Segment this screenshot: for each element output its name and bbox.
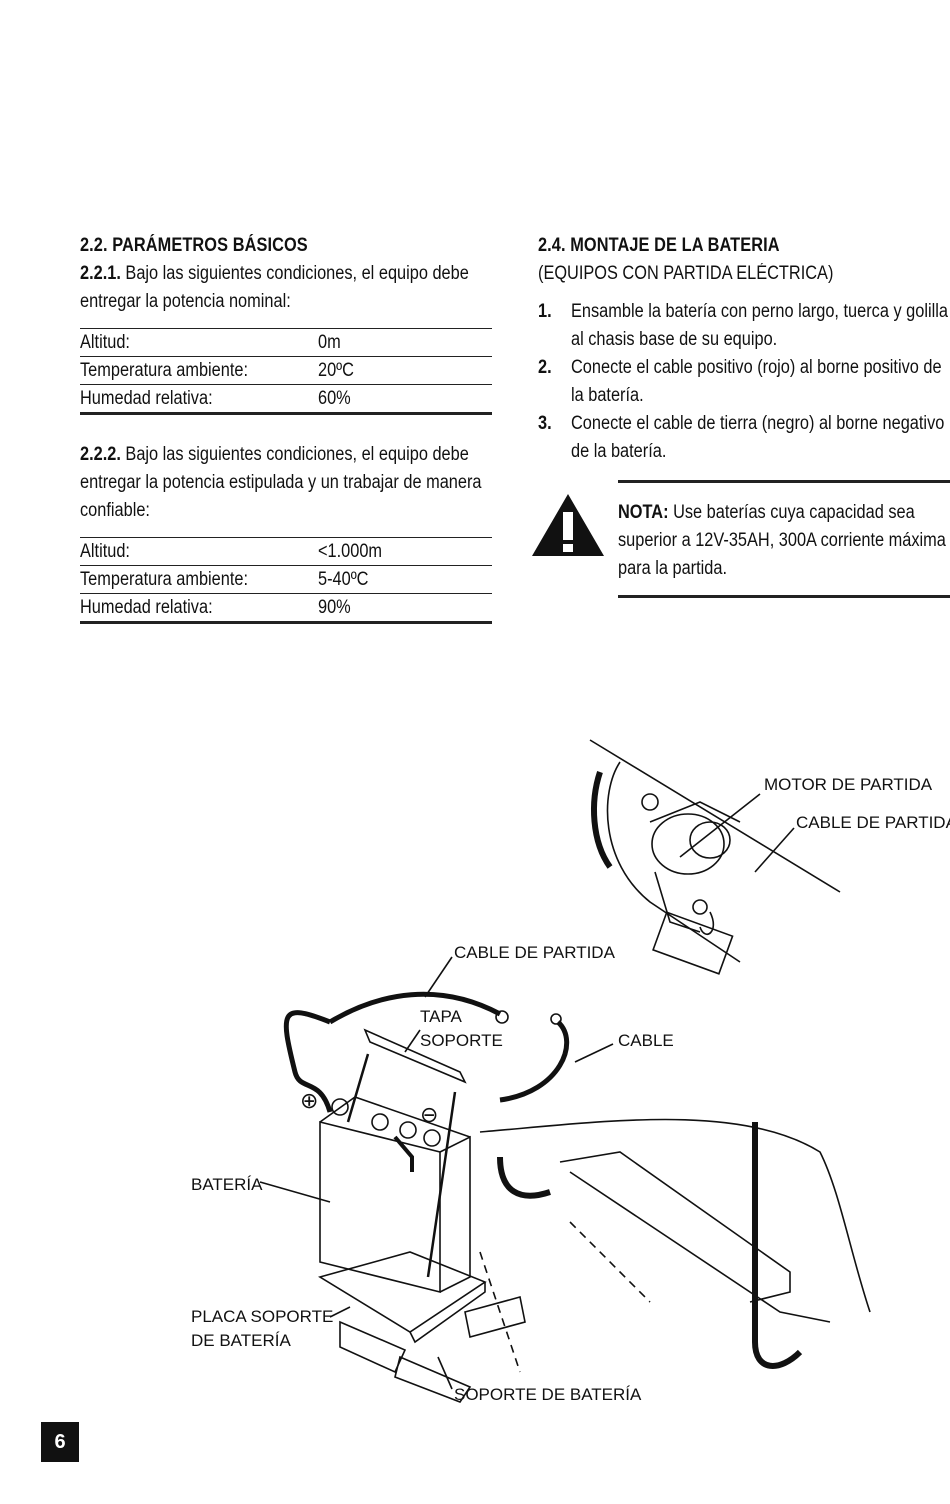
note-label: NOTA: xyxy=(618,502,669,523)
label-cable: CABLE xyxy=(618,1031,674,1050)
clause-text: Bajo las siguientes condiciones, el equi… xyxy=(80,444,482,521)
note-block: NOTA: Use baterías cuya capacidad sea su… xyxy=(532,480,950,598)
note-text: NOTA: Use baterías cuya capacidad sea su… xyxy=(618,502,946,579)
warning-icon xyxy=(532,494,604,556)
battery-base-plate xyxy=(318,1251,487,1333)
support-bracket-left xyxy=(339,1320,407,1374)
list-item: 1.Ensamble la batería con perno largo, t… xyxy=(538,301,948,350)
table-row: Temperatura ambiente:20ºC xyxy=(80,356,492,385)
positive-terminal-symbol: ⊕ xyxy=(300,1088,318,1113)
label-cover: TAPA xyxy=(420,1007,463,1026)
label-starter-motor: MOTOR DE PARTIDA xyxy=(764,775,933,794)
starter-motor xyxy=(651,813,725,875)
battery-assembly-diagram: MOTOR DE PARTIDA CABLE DE PARTIDA CABLE … xyxy=(191,739,950,1404)
label-starter-cable: CABLE DE PARTIDA xyxy=(454,943,616,962)
clause-text: Bajo las siguientes condiciones, el equi… xyxy=(80,263,469,312)
clause-number: 2.2.2. xyxy=(80,444,121,465)
paragraph-2-2-1: 2.2.1. Bajo las siguientes condiciones, … xyxy=(80,260,493,316)
paragraph-2-2-2: 2.2.2. Bajo las siguientes condiciones, … xyxy=(80,441,493,525)
table-row: Humedad relativa:90% xyxy=(80,596,351,618)
table-row: Altitud:0m xyxy=(80,328,492,357)
conditions-table-nominal: Altitud:0m Temperatura ambiente:20ºC Hum… xyxy=(80,328,492,415)
starter-cable xyxy=(283,1010,333,1113)
label-battery: BATERÍA xyxy=(191,1175,263,1194)
assembly-steps: 1.Ensamble la batería con perno largo, t… xyxy=(538,298,950,466)
label-battery-support: SOPORTE DE BATERÍA xyxy=(454,1385,642,1404)
section-heading-2-4: 2.4. MONTAJE DE LA BATERIA xyxy=(538,235,780,256)
label-starter-cable-top: CABLE DE PARTIDA xyxy=(796,813,950,832)
section-heading-2-2: 2.2. PARÁMETROS BÁSICOS xyxy=(80,235,308,256)
conditions-table-reliable: Altitud:<1.000m Temperatura ambiente:5-4… xyxy=(80,537,492,624)
label-support: SOPORTE xyxy=(420,1031,503,1050)
list-item: 3.Conecte el cable de tierra (negro) al … xyxy=(538,413,945,462)
top-cover-bar xyxy=(363,1028,467,1084)
table-row: Humedad relativa:60% xyxy=(80,387,351,409)
clause-number: 2.2.1. xyxy=(80,263,121,284)
ground-cable xyxy=(499,1020,570,1103)
page-number: 6 xyxy=(41,1422,79,1462)
section-basic-parameters: 2.2. PARÁMETROS BÁSICOS 2.2.1. Bajo las … xyxy=(80,232,492,624)
list-item: 2.Conecte el cable positivo (rojo) al bo… xyxy=(538,357,942,406)
table-row: Altitud:<1.000m xyxy=(80,537,492,566)
negative-terminal-symbol: ⊖ xyxy=(420,1102,438,1127)
label-base-plate-2: DE BATERÍA xyxy=(191,1331,291,1350)
label-base-plate-1: PLACA SOPORTE xyxy=(191,1307,333,1326)
note-box: NOTA: Use baterías cuya capacidad sea su… xyxy=(618,480,950,598)
frame-outline xyxy=(479,1118,871,1313)
section-battery-mounting: 2.4. MONTAJE DE LA BATERIA (EQUIPOS CON … xyxy=(532,232,950,598)
table-row: Temperatura ambiente:5-40ºC xyxy=(80,565,492,594)
engine-outline xyxy=(589,739,841,893)
battery-front xyxy=(319,1120,441,1294)
section-subheading: (EQUIPOS CON PARTIDA ELÉCTRICA) xyxy=(538,263,834,284)
